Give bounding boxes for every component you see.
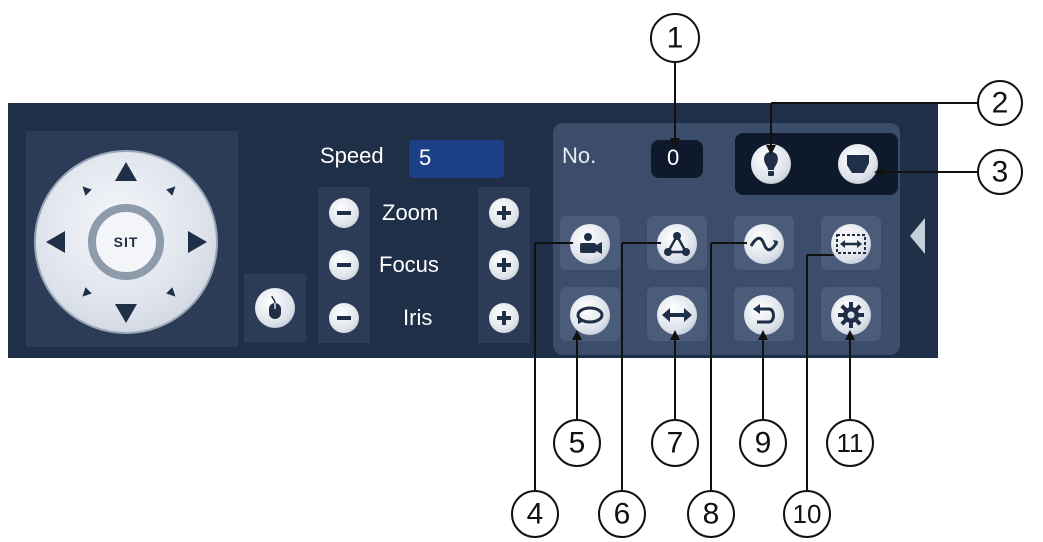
iris-plus-button[interactable] [489, 303, 519, 333]
speed-input[interactable]: 5 [409, 140, 504, 178]
flip-icon [753, 304, 775, 324]
zoom-minus-button[interactable] [329, 198, 359, 228]
preset-number-label: No. [562, 143, 597, 168]
pattern-icon [749, 236, 779, 252]
scan-button[interactable] [831, 224, 871, 264]
preset-number-input[interactable]: 0 [651, 140, 703, 178]
tour-button[interactable] [657, 224, 697, 264]
zoom-plus-button[interactable] [489, 198, 519, 228]
pan-icon [662, 308, 692, 322]
callout-11-circle [826, 419, 874, 467]
arrow-left-button[interactable] [46, 231, 65, 253]
wiper-button[interactable] [838, 144, 878, 184]
callout-8-circle [687, 490, 735, 538]
preset-button[interactable] [570, 224, 610, 264]
tour-icon [664, 232, 690, 256]
scan-icon [836, 234, 866, 254]
focus-label: Focus [379, 252, 439, 277]
callout-6-label: 6 [614, 498, 631, 531]
callout-10-circle [783, 490, 831, 538]
collapse-panel-button[interactable] [910, 218, 925, 254]
callout-2-circle [977, 80, 1023, 126]
camera-preset-icon [580, 233, 602, 254]
focus-plus-button[interactable] [489, 250, 519, 280]
callout-7-label: 7 [667, 427, 684, 460]
callout-5-label: 5 [569, 427, 586, 460]
mouse-button[interactable] [255, 288, 295, 328]
speed-label: Speed [320, 143, 384, 168]
callout-2-label: 2 [992, 87, 1009, 120]
iris-minus-button[interactable] [329, 303, 359, 333]
callout-4-label: 4 [527, 498, 544, 531]
arrow-right-button[interactable] [188, 231, 207, 253]
flip-button[interactable] [744, 295, 784, 335]
callout-6-circle [598, 490, 646, 538]
pan-button[interactable] [657, 295, 697, 335]
minus-icon [337, 211, 351, 215]
rotate-button[interactable] [570, 295, 610, 335]
wiper-icon [847, 155, 869, 173]
iris-label: Iris [403, 305, 433, 330]
callout-3-circle [977, 149, 1023, 195]
callout-10-label: 10 [793, 499, 822, 529]
focus-minus-button[interactable] [329, 250, 359, 280]
minus-icon [337, 316, 351, 320]
callout-3-label: 3 [992, 156, 1009, 189]
rotate-icon [576, 306, 604, 324]
callout-8-label: 8 [703, 498, 720, 531]
minus-icon [337, 263, 351, 267]
light-bulb-icon [764, 152, 778, 176]
settings-button[interactable] [831, 295, 871, 335]
plus-icon [497, 311, 511, 325]
callout-4-circle [511, 490, 559, 538]
plus-icon [497, 206, 511, 220]
arrow-down-button[interactable] [115, 304, 137, 323]
callout-9-label: 9 [755, 427, 772, 460]
mouse-icon [269, 295, 281, 319]
callout-1-label: 1 [667, 22, 684, 55]
callout-1-circle [650, 13, 700, 63]
plus-icon [497, 258, 511, 272]
callout-9-circle [739, 419, 787, 467]
callout-11-label: 11 [837, 428, 864, 458]
pattern-button[interactable] [744, 224, 784, 264]
arrow-up-button[interactable] [115, 162, 137, 181]
callout-5-circle [553, 419, 601, 467]
sit-button[interactable]: SIT [88, 204, 164, 280]
gear-icon [838, 302, 864, 328]
callout-7-circle [651, 419, 699, 467]
zoom-label: Zoom [382, 200, 439, 225]
